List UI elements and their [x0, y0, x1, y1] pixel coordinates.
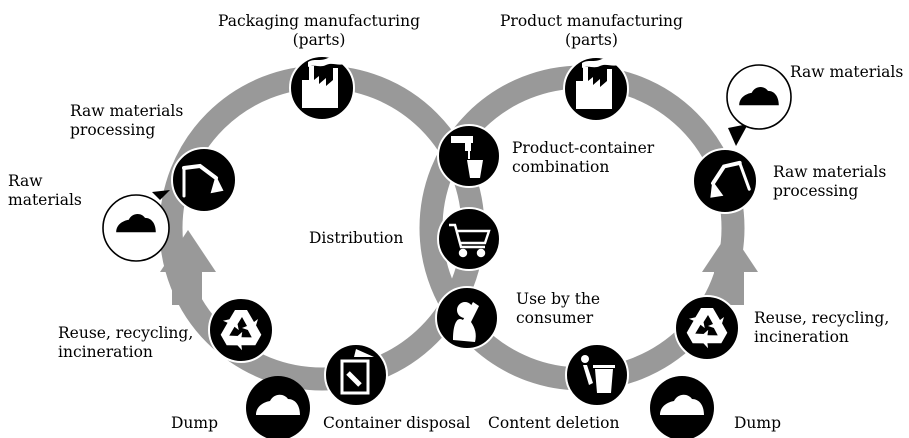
container-disposal-node	[324, 343, 388, 407]
packaging-manufacturing-label: Packaging manufacturing (parts)	[218, 12, 421, 49]
raw-processing-right-node	[692, 148, 758, 214]
raw-material-icon	[116, 214, 156, 233]
raw-materials-left-label: Raw materials	[8, 172, 82, 209]
container-disposal-label: Container disposal	[323, 414, 471, 432]
consumer-use-node	[435, 286, 499, 350]
drinking-person-icon	[453, 302, 479, 342]
content-deletion-node	[565, 343, 629, 407]
raw-materials-processing-right-label: Raw materials processing	[773, 163, 887, 200]
raw-materials-right-label: Raw materials	[790, 63, 904, 81]
product-container-combination-label: Product-container combination	[512, 139, 655, 176]
reuse-left-label: Reuse, recycling, incineration	[58, 324, 194, 361]
product-container-node	[437, 124, 501, 188]
right-arrow-shaft	[714, 265, 744, 305]
trash-bin-icon	[581, 355, 615, 393]
left-arrow-shaft	[172, 265, 202, 305]
recycle-right-node	[674, 295, 740, 361]
shopping-cart-icon	[449, 223, 491, 258]
product-manufacturing-label: Product manufacturing (parts)	[500, 12, 683, 49]
raw-processing-left-node	[171, 147, 237, 213]
dump-right-label: Dump	[734, 414, 782, 432]
raw-material-icon	[739, 87, 779, 106]
raw-material-right-bubble	[726, 64, 792, 146]
right-arrow-head	[702, 230, 758, 272]
packaging-factory-node	[289, 55, 355, 121]
content-deletion-label: Content deletion	[488, 414, 620, 432]
disposal-icon	[340, 349, 374, 395]
distribution-cart-node	[437, 207, 501, 271]
left-arrow-head	[160, 230, 216, 272]
dump-left-label: Dump	[171, 414, 219, 432]
distribution-label: Distribution	[309, 229, 404, 247]
product-factory-node	[563, 56, 629, 122]
tap-glass-icon	[451, 136, 483, 178]
raw-materials-processing-left-label: Raw materials processing	[70, 102, 184, 139]
recycle-left-node	[208, 297, 274, 363]
use-by-consumer-label: Use by the consumer	[516, 290, 601, 327]
dump-left-node	[246, 376, 310, 438]
raw-material-left-bubble	[102, 190, 170, 262]
reuse-right-label: Reuse, recycling, incineration	[754, 309, 890, 346]
dump-right-node	[650, 376, 714, 438]
